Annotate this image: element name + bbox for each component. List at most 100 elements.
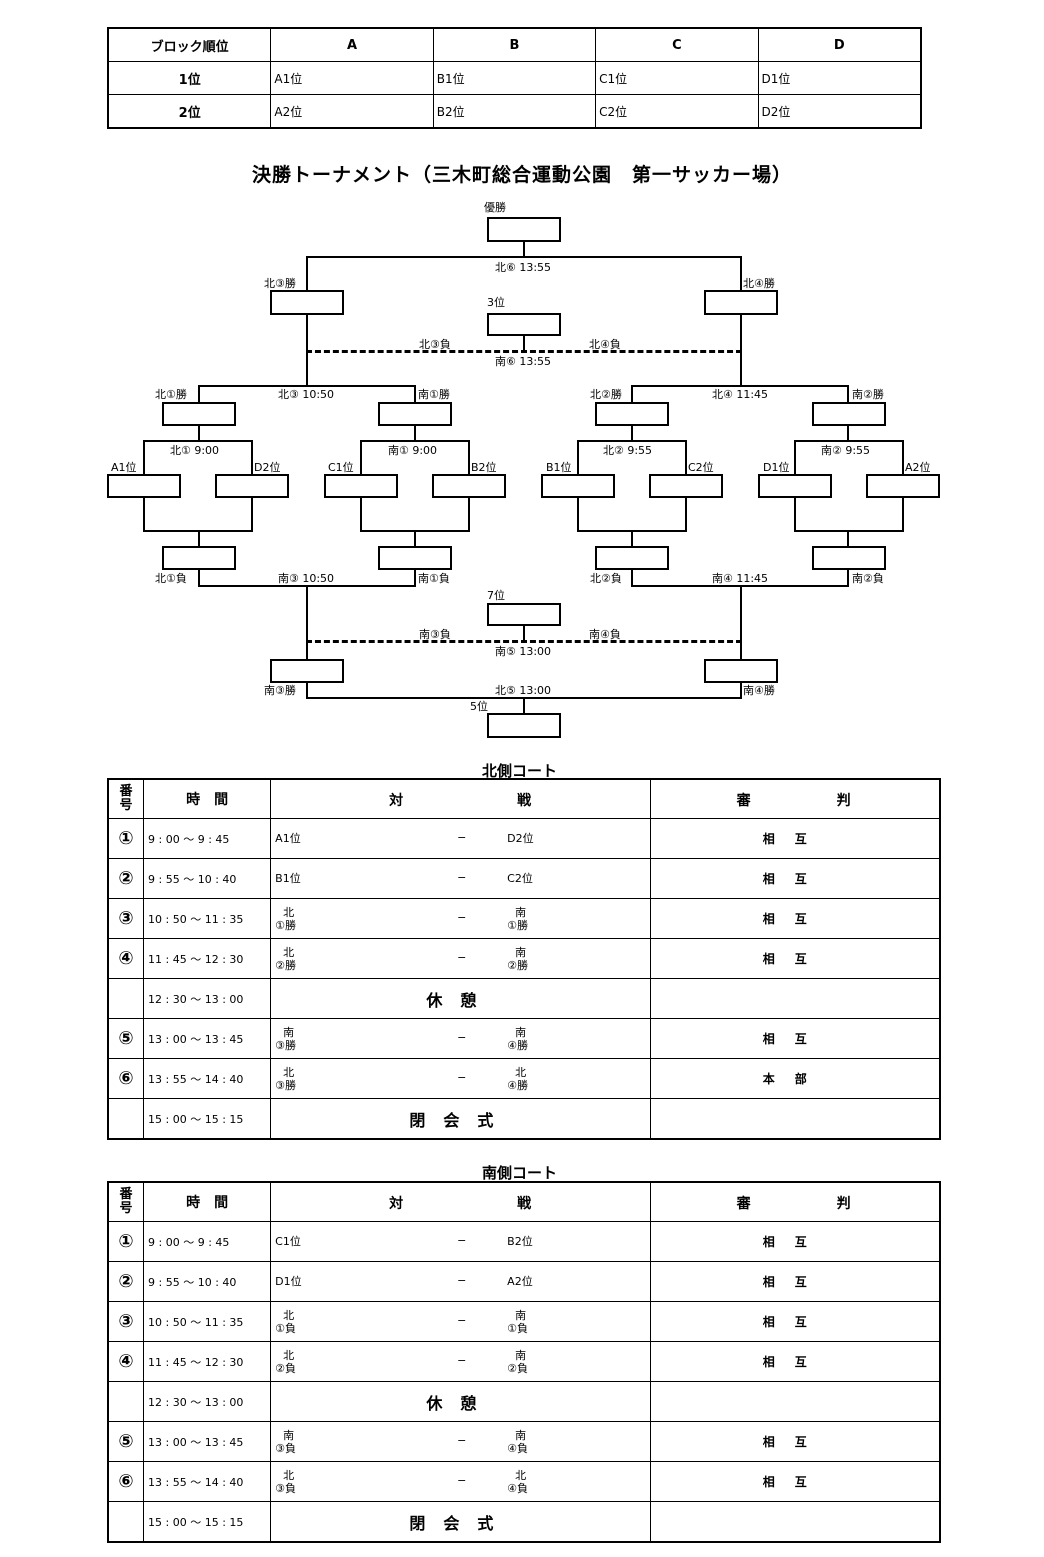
team-box (866, 474, 940, 498)
rank-cell: A1位 (270, 61, 434, 95)
champion-label: 優勝 (484, 201, 506, 214)
team-right-text: ④勝 (507, 1038, 529, 1052)
break-cell: 休憩 (270, 1381, 651, 1422)
bracket-line (847, 426, 849, 441)
match-time: 9 : 00 〜 9 : 45 (143, 818, 272, 859)
team-left-text: B1位 (275, 872, 301, 885)
rank-header-cell: ブロック順位 (107, 27, 272, 62)
bracket-line (306, 585, 308, 659)
bracket-line (794, 440, 796, 474)
team-label: B2位 (471, 461, 497, 474)
south-court-title: 南側コート (482, 1164, 558, 1182)
match-time-text: 9 : 00 〜 9 : 45 (148, 832, 230, 846)
slot-label: 南④負 (589, 628, 621, 641)
header-referee: 審判 (649, 778, 941, 819)
versus-dash: − (457, 1474, 467, 1487)
team-left-text: 北 (283, 1348, 295, 1362)
referee-cell: 相互 (649, 818, 941, 859)
bracket-line (902, 498, 904, 531)
team-right-text: ①勝 (507, 918, 529, 932)
versus-dash: − (457, 831, 467, 844)
slot-label: 南②勝 (852, 388, 884, 401)
team-right: A2位 (507, 1262, 533, 1301)
team-right-text: ②勝 (507, 958, 529, 972)
block-ranking-table: ブロック順位 A B C D 1位 A1位 B1位 C1位 D1位 2位 A2位… (107, 27, 922, 129)
bracket-line (523, 242, 525, 258)
match-time: 13 : 55 〜 14 : 40 (143, 1461, 272, 1502)
team-left-text: ③勝 (275, 1078, 297, 1092)
team-right-text: 北 (515, 1065, 527, 1079)
match-label: 南④ 11:45 (712, 572, 769, 585)
referee-cell: 相互 (649, 898, 941, 939)
match-number: ⑤ (107, 1421, 145, 1462)
team-left-text: 北 (283, 945, 295, 959)
team-right-text: ②負 (507, 1361, 529, 1375)
bracket-line (523, 336, 525, 351)
team-box (541, 474, 615, 498)
match-time-text: 11 : 45 〜 12 : 30 (148, 1355, 244, 1369)
bracket-line (414, 530, 416, 546)
match-time: 12 : 30 〜 13 : 00 (143, 978, 272, 1019)
bracket-box (270, 659, 344, 683)
bracket-line (468, 440, 470, 474)
rank-cell: B1位 (432, 61, 597, 95)
match-number: ① (107, 1221, 145, 1262)
match-label: 南③ 10:50 (278, 572, 335, 585)
slot-label: 北③負 (419, 338, 451, 351)
bracket-line (198, 385, 200, 402)
header-match-a: 対 (389, 793, 404, 809)
team-box (432, 474, 506, 498)
versus-dash: − (457, 911, 467, 924)
bracket-line (360, 440, 362, 474)
tournament-title: 決勝トーナメント（三木町総合運動公園 第一サッカー場） (251, 164, 792, 186)
fifth-label: 5位 (470, 700, 488, 713)
team-label: C2位 (688, 461, 714, 474)
rank-header-cell: C (595, 27, 759, 62)
header-number-text: 番号 (119, 784, 133, 813)
versus-dash: − (457, 951, 467, 964)
header-time: 時 間 (143, 1181, 272, 1222)
referee-cell-empty (649, 1381, 941, 1422)
team-box (215, 474, 289, 498)
break-cell: 閉会式 (270, 1501, 651, 1543)
schedule-row: 15 : 00 〜 15 : 15 閉会式 (107, 1501, 941, 1543)
match-time-text: 10 : 50 〜 11 : 35 (148, 912, 244, 926)
match-time-text: 12 : 30 〜 13 : 00 (148, 1395, 244, 1409)
referee-cell-empty (649, 1501, 941, 1543)
match-number (107, 1098, 145, 1140)
bracket-line (143, 440, 253, 442)
bracket-line (360, 440, 470, 442)
bracket-line (468, 498, 470, 531)
match-number: ④ (107, 1341, 145, 1382)
match-cell: C1位−B2位 (270, 1221, 651, 1262)
slot-label: 北②勝 (590, 388, 622, 401)
bracket-line (414, 385, 416, 402)
team-label: C1位 (328, 461, 354, 474)
seventh-place-dashed-line (306, 640, 742, 643)
bracket-line (251, 440, 253, 474)
match-time-text: 13 : 55 〜 14 : 40 (148, 1072, 244, 1086)
slot-label: 北③勝 (264, 277, 296, 290)
match-number: ③ (107, 1301, 145, 1342)
match-time-text: 15 : 00 〜 15 : 15 (148, 1515, 244, 1529)
match-cell: B1位−C2位 (270, 858, 651, 899)
team-right-text: 南 (515, 945, 527, 959)
rank-label: 2位 (107, 94, 272, 129)
bracket-line (740, 256, 742, 290)
rank-header-cell: A (270, 27, 434, 62)
rank-header-cell: B (432, 27, 597, 62)
team-right: C2位 (507, 859, 533, 898)
